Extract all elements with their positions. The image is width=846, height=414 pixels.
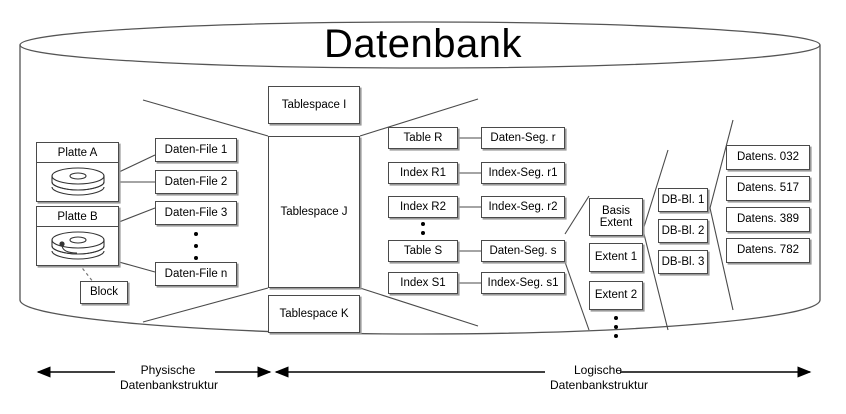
record-782[interactable]: Datens. 782 [726,238,810,263]
page-title: Datenbank [324,22,522,66]
disk-platter-icon [51,167,105,196]
object-table-s[interactable]: Table S [388,240,458,262]
record-517[interactable]: Datens. 517 [726,176,810,201]
axis-label-physical-line1: Physische [140,363,196,377]
extent-basis-line1: Basis [601,204,631,217]
segment-index-s1[interactable]: Index-Seg. s1 [481,272,565,294]
connector-fan-extents-blocks [642,149,669,331]
disk-platte-a[interactable]: Platte A [36,142,119,202]
connector-lines-disks [118,154,156,273]
data-file-n[interactable]: Daten-File n [155,262,237,286]
tablespace-j[interactable]: Tablespace J [268,136,360,288]
tablespace-i[interactable]: Tablespace I [268,86,360,124]
data-file-3[interactable]: Daten-File 3 [155,201,237,225]
connector-fan-files-tablespaces [142,99,269,323]
axis-label-logical: Logische Datenbankstruktur [550,363,649,393]
connector-objects-segments [458,137,481,284]
segment-index-r1[interactable]: Index-Seg. r1 [481,162,565,184]
disk-platte-a-label: Platte A [37,143,118,163]
extent-1[interactable]: Extent 1 [589,243,643,272]
connector-fan-tablespace-objects [359,98,479,327]
connector-fan-blocks-records [709,119,734,311]
segment-daten-r[interactable]: Daten-Seg. r [481,127,565,149]
object-table-r[interactable]: Table R [388,127,458,149]
data-files-ellipsis-icon [193,232,199,260]
db-block-3[interactable]: DB-Bl. 3 [658,250,708,274]
disk-platte-b-label: Platte B [37,207,118,227]
extents-ellipsis-icon [613,316,619,338]
object-index-r2[interactable]: Index R2 [388,196,458,218]
object-index-s1[interactable]: Index S1 [388,272,458,294]
segment-daten-s[interactable]: Daten-Seg. s [481,240,565,262]
axis-label-logical-line1: Logische [573,363,623,377]
data-file-1[interactable]: Daten-File 1 [155,138,237,162]
segment-index-r2[interactable]: Index-Seg. r2 [481,196,565,218]
axis-label-physical: Physische Datenbankstruktur [120,363,219,393]
object-index-r1[interactable]: Index R1 [388,162,458,184]
extent-basis-line2: Extent [599,217,633,229]
axis-label-logical-line2: Datenbankstruktur [550,378,649,392]
record-389[interactable]: Datens. 389 [726,207,810,232]
disk-platter-icon [51,231,105,260]
tablespace-k[interactable]: Tablespace K [268,295,360,333]
db-block-2[interactable]: DB-Bl. 2 [658,219,708,243]
record-032[interactable]: Datens. 032 [726,145,810,170]
extent-2[interactable]: Extent 2 [589,281,643,310]
connector-fan-segments-extents [564,195,590,331]
disk-platte-b[interactable]: Platte B [36,206,119,266]
block-box[interactable]: Block [80,281,128,304]
database-cylinder [19,21,821,335]
extent-basis[interactable]: Basis Extent [589,198,643,236]
data-file-2[interactable]: Daten-File 2 [155,170,237,194]
db-block-1[interactable]: DB-Bl. 1 [658,188,708,212]
axis-label-physical-line2: Datenbankstruktur [120,378,219,392]
